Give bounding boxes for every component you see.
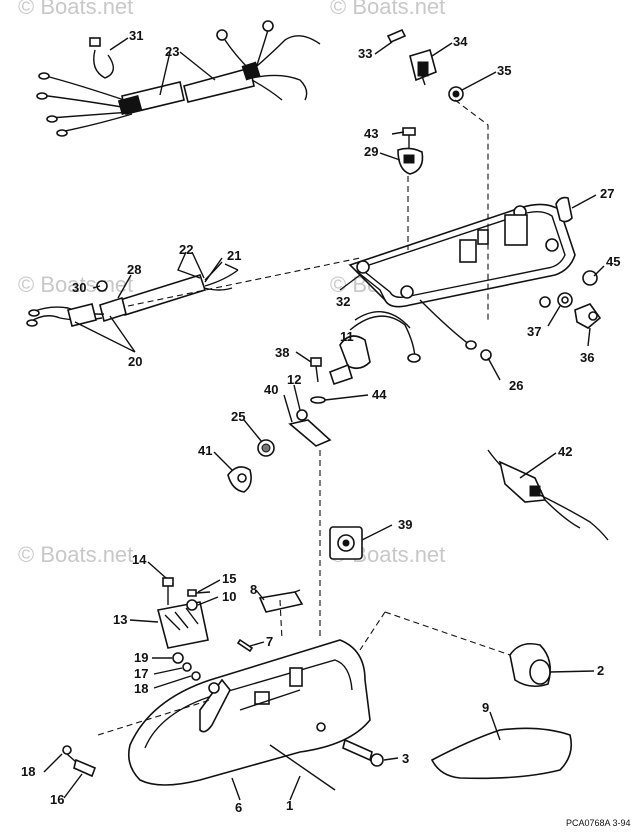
callout-9: 9 [482, 700, 489, 715]
callout-1: 1 [286, 798, 293, 813]
callout-12: 12 [287, 372, 301, 387]
callout-26: 26 [509, 378, 523, 393]
callout-32: 32 [336, 294, 350, 309]
callout-21: 21 [227, 248, 241, 263]
watermark: © Boats.net [18, 0, 133, 19]
callout-37: 37 [527, 324, 541, 339]
wiring-harness [36, 20, 321, 137]
callout-25: 25 [231, 409, 245, 424]
kill-switch [329, 526, 363, 560]
callout-6: 6 [235, 800, 242, 815]
callout-38: 38 [275, 345, 289, 360]
callout-41: 41 [198, 443, 212, 458]
callout-18: 18 [21, 764, 35, 779]
wire-connector [26, 257, 361, 327]
callout-15: 15 [222, 571, 236, 586]
callout-20: 20 [128, 354, 142, 369]
callout-30: 30 [72, 280, 86, 295]
leader-lines [43, 37, 605, 801]
callout-34: 34 [453, 34, 468, 49]
screw-and-clip [397, 127, 424, 175]
callout-18: 18 [134, 681, 148, 696]
callout-39: 39 [398, 517, 412, 532]
callout-8: 8 [250, 582, 257, 597]
callout-28: 28 [127, 262, 141, 277]
callout-36: 36 [580, 350, 594, 365]
knob [509, 642, 551, 688]
callout-27: 27 [600, 186, 614, 201]
callout-29: 29 [364, 144, 378, 159]
throttle-cable [487, 449, 609, 541]
callout-13: 13 [113, 612, 127, 627]
callout-10: 10 [222, 589, 236, 604]
toggle-switch [386, 28, 464, 102]
drawing-code: PCA0768A 3-94 [566, 818, 631, 828]
shaft [269, 744, 336, 791]
plug [555, 196, 573, 223]
callout-17: 17 [134, 666, 148, 681]
callout-19: 19 [134, 650, 148, 665]
nuts-and-washers [172, 652, 201, 681]
callout-7: 7 [266, 634, 273, 649]
callout-45: 45 [606, 254, 620, 269]
callout-14: 14 [132, 552, 147, 567]
plunger [342, 738, 373, 762]
callout-22: 22 [179, 242, 193, 257]
callout-16: 16 [50, 792, 64, 807]
callout-3: 3 [402, 751, 409, 766]
assembly-lines [97, 99, 511, 736]
gasket [430, 727, 573, 780]
bracket-and-pin [236, 589, 304, 653]
mount-grommets [227, 439, 275, 493]
callout-23: 23 [165, 44, 179, 59]
watermark: © Boats.net [330, 0, 445, 19]
callout-43: 43 [364, 126, 378, 141]
terminal-block [157, 577, 211, 649]
callout-42: 42 [558, 444, 572, 459]
harness-bracket [288, 311, 421, 447]
callout-44: 44 [372, 387, 387, 402]
callout-31: 31 [129, 28, 143, 43]
bolt [62, 745, 97, 778]
callout-33: 33 [358, 46, 372, 61]
lower-housing [127, 639, 371, 786]
callout-40: 40 [264, 382, 278, 397]
grommets [480, 270, 602, 361]
watermark: © Boats.net [18, 272, 133, 297]
watermark: © Boats.net [18, 542, 133, 567]
callout-11: 11 [340, 329, 354, 344]
callout-35: 35 [497, 63, 511, 78]
callout-2: 2 [597, 663, 604, 678]
control-box-cover [348, 203, 576, 350]
